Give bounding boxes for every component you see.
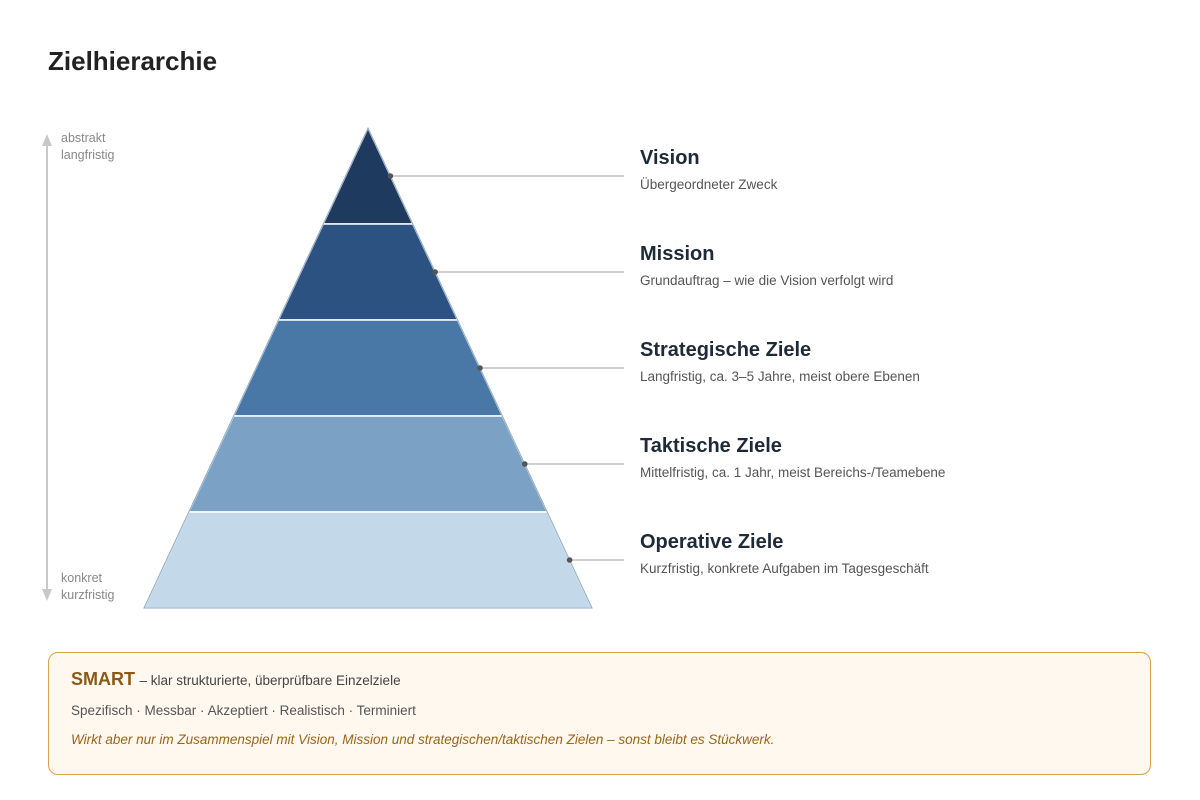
page-title: Zielhierarchie — [48, 46, 218, 76]
pyramid-layer — [187, 415, 549, 513]
pyramid-diagram — [42, 126, 624, 609]
connector-dot — [387, 173, 394, 179]
smart-tagline: – klar strukturierte, überprüfbare Einze… — [139, 673, 401, 688]
level-tactical-goals: Taktische Ziele Mittelfristig, ca. 1 Jah… — [640, 434, 945, 481]
connector-dot — [566, 557, 573, 563]
level-description: Langfristig, ca. 3–5 Jahre, meist obere … — [640, 369, 920, 384]
level-title: Strategische Ziele — [640, 339, 812, 361]
axis-label-shortterm: kurzfristig — [61, 588, 115, 602]
axis-label-abstract: abstrakt — [61, 131, 106, 145]
smart-info-box: SMART – klar strukturierte, überprüfbare… — [48, 652, 1151, 775]
axis-arrow-up-icon — [42, 134, 52, 146]
smart-criterion: Spezifisch — [71, 703, 133, 718]
pyramid-layer — [277, 223, 459, 321]
level-strategic-goals: Strategische Ziele Langfristig, ca. 3–5 … — [640, 338, 920, 385]
smart-criterion: Terminiert — [356, 703, 416, 718]
level-description: Mittelfristig, ca. 1 Jahr, meist Bereich… — [640, 465, 946, 480]
axis-label-top: abstrakt langfristig — [61, 130, 115, 164]
pyramid-layer — [142, 511, 594, 609]
abstraction-axis — [42, 134, 52, 601]
level-title: Taktische Ziele — [640, 435, 782, 457]
connector-dot — [432, 269, 439, 275]
smart-criteria: Spezifisch · Messbar · Akzeptiert · Real… — [71, 703, 416, 718]
level-title: Operative Ziele — [640, 531, 784, 553]
level-mission: Mission Grundauftrag – wie die Vision ve… — [640, 242, 893, 289]
smart-criterion: Messbar — [144, 703, 197, 718]
level-title: Mission — [640, 243, 715, 265]
pyramid-layer — [232, 319, 504, 417]
pyramid-layers — [142, 126, 594, 609]
level-description: Übergeordneter Zweck — [640, 177, 778, 192]
level-vision: Vision Übergeordneter Zweck — [640, 146, 777, 193]
axis-label-longterm: langfristig — [61, 148, 115, 162]
axis-label-bottom: konkret kurzfristig — [61, 570, 114, 604]
axis-label-concrete: konkret — [61, 571, 102, 585]
axis-arrow-down-icon — [42, 589, 52, 601]
connector-dot — [477, 365, 483, 371]
level-operative-goals: Operative Ziele Kurzfristig, konkrete Au… — [640, 530, 929, 577]
connector-dot — [522, 461, 528, 467]
smart-note: Wirkt aber nur im Zusammenspiel mit Visi… — [71, 732, 775, 747]
level-description: Kurzfristig, konkrete Aufgaben im Tagesg… — [640, 561, 929, 576]
pyramid-connectors — [387, 173, 624, 563]
level-description: Grundauftrag – wie die Vision verfolgt w… — [640, 273, 894, 288]
smart-criterion: Akzeptiert — [207, 703, 268, 718]
smart-criterion: Realistisch — [279, 703, 345, 718]
smart-title: SMART — [71, 669, 135, 689]
smart-heading: SMART – klar strukturierte, überprüfbare… — [71, 667, 1128, 693]
level-title: Vision — [640, 147, 700, 169]
